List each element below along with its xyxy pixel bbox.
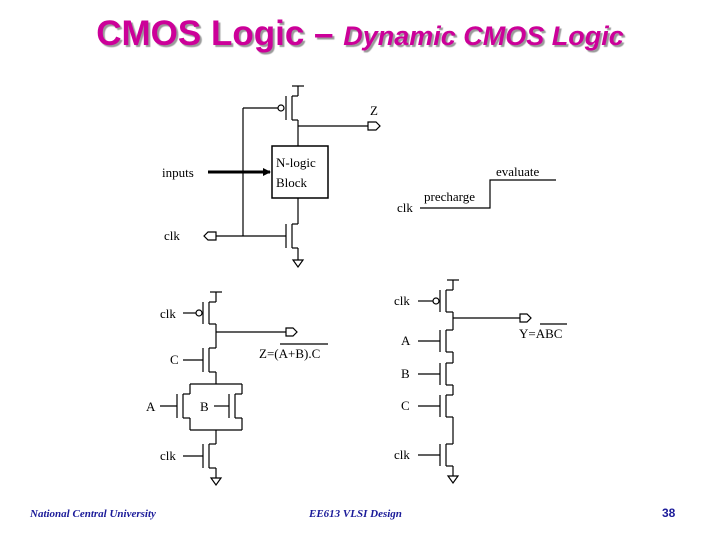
d3-c-label: C [401, 398, 410, 413]
dynamic-gate-diagram [203, 85, 381, 269]
clk-label: clk [164, 228, 180, 243]
y-output-pin [519, 313, 532, 323]
nmos-a [160, 384, 191, 430]
d3-a-label: A [401, 333, 411, 348]
ground-symbol-3 [446, 475, 460, 485]
precharge-label: precharge [424, 189, 475, 204]
d2-clk-bottom-label: clk [160, 448, 176, 463]
ground-symbol [291, 259, 305, 269]
title-main: CMOS Logic – [96, 14, 344, 53]
nmos-clk-bottom-3 [418, 443, 454, 476]
d3-clk-bottom-label: clk [394, 447, 410, 462]
nmos-c-3 [418, 394, 453, 418]
block-label-line1: N-logic [276, 155, 316, 170]
ground-symbol-2 [209, 477, 223, 487]
n-logic-block [271, 145, 329, 199]
evaluate-label: evaluate [496, 164, 540, 179]
clock-waveform [420, 179, 556, 209]
footer-course: EE613 VLSI Design [309, 508, 402, 520]
nmos-a-3 [418, 329, 453, 353]
slide-title: CMOS Logic – Dynamic CMOS Logic [0, 14, 720, 54]
nmos-clk-bottom [183, 443, 217, 478]
nmos-evaluate-transistor [243, 198, 299, 260]
d3-b-label: B [401, 366, 410, 381]
d2-c-label: C [170, 352, 179, 367]
nmos-b [214, 384, 243, 430]
timing-clk-label: clk [397, 200, 413, 215]
block-label-line2: Block [276, 175, 308, 190]
nmos-c [183, 347, 216, 373]
inputs-label: inputs [162, 165, 194, 180]
d2-a-label: A [146, 399, 156, 414]
d2-output-label: Z=(A+B).C [259, 346, 320, 361]
page-number: 38 [662, 506, 676, 520]
z-output-pin [285, 327, 298, 337]
dynamic-or-and-gate [160, 291, 328, 487]
title-sub: Dynamic CMOS Logic [343, 21, 624, 51]
d2-b-label: B [200, 399, 209, 414]
pmos-clk-top [183, 291, 222, 325]
output-z-label: Z [370, 103, 378, 118]
footer-university: National Central University [30, 508, 156, 520]
clk-pin [203, 231, 217, 241]
pmos-clk-top-3 [418, 279, 459, 313]
d3-clk-top-label: clk [394, 293, 410, 308]
pmos-precharge-transistor [243, 85, 304, 146]
d2-clk-top-label: clk [160, 306, 176, 321]
d3-output-label: Y=ABC [519, 326, 562, 341]
dynamic-nand-gate [418, 279, 567, 485]
nmos-b-3 [418, 362, 453, 386]
output-pin [367, 121, 381, 131]
